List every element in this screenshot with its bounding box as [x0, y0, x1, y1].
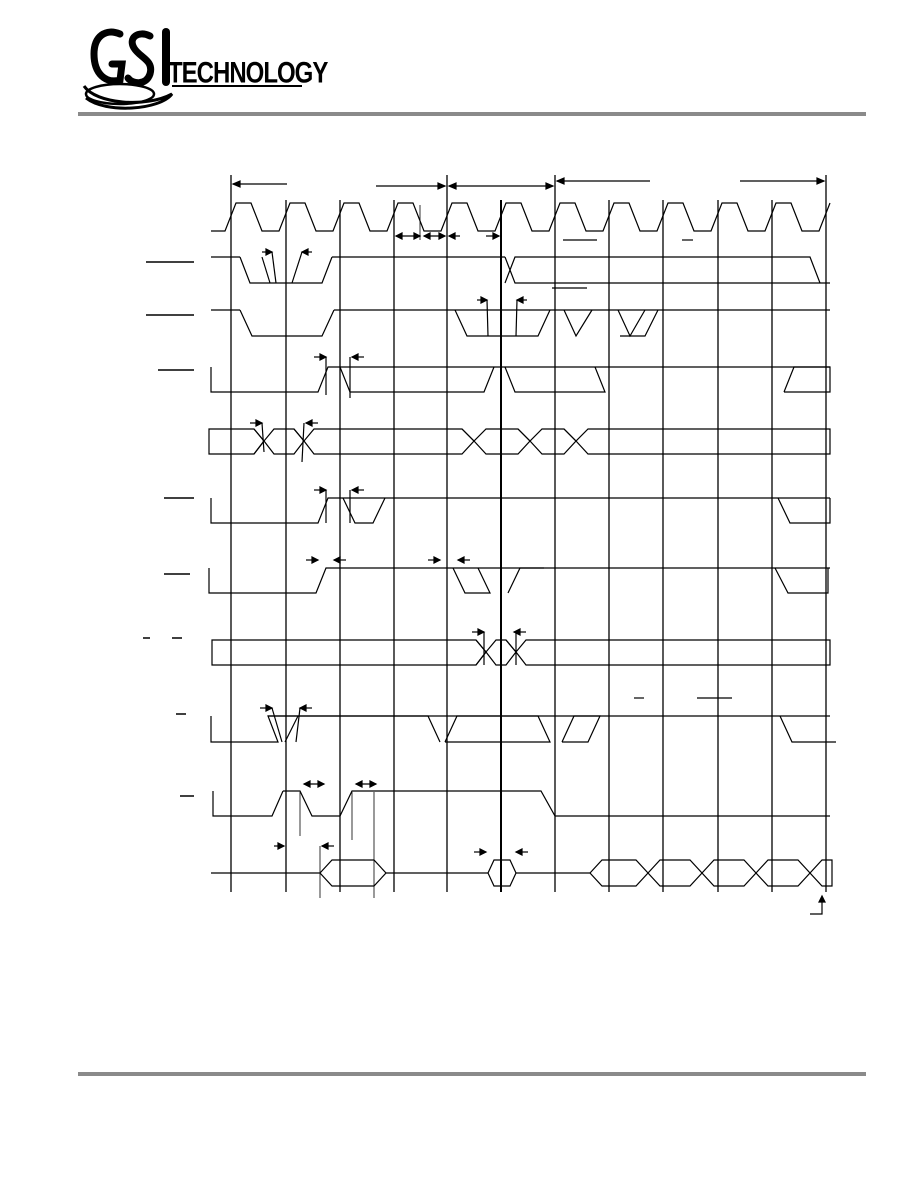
signal-row-10-data — [211, 792, 833, 915]
signal-row-9 — [212, 780, 830, 840]
signal-row-4-bus — [208, 419, 831, 463]
logo-swoosh — [82, 85, 174, 110]
gsi-logo — [82, 28, 302, 110]
logo-s-shape — [124, 30, 155, 87]
signal-row-5 — [210, 486, 831, 524]
clock-waveform — [211, 202, 831, 232]
signal-row-6 — [208, 556, 830, 594]
logo-text: TECHNOLOGY — [168, 56, 328, 90]
signal-row-1 — [211, 248, 830, 289]
header-rule — [78, 112, 866, 116]
signal-label-overbars — [143, 261, 194, 797]
footer-rule — [78, 1072, 866, 1076]
logo-ring — [84, 82, 156, 106]
cycle-gridlines — [230, 175, 827, 892]
clock-timing-arrows — [394, 205, 693, 241]
signal-row-3 — [210, 353, 831, 398]
signal-row-2 — [211, 296, 830, 338]
logo-g-shape — [90, 28, 126, 85]
signal-row-7 — [211, 628, 831, 666]
phase-arrows — [231, 177, 826, 190]
signal-row-8 — [210, 697, 836, 743]
